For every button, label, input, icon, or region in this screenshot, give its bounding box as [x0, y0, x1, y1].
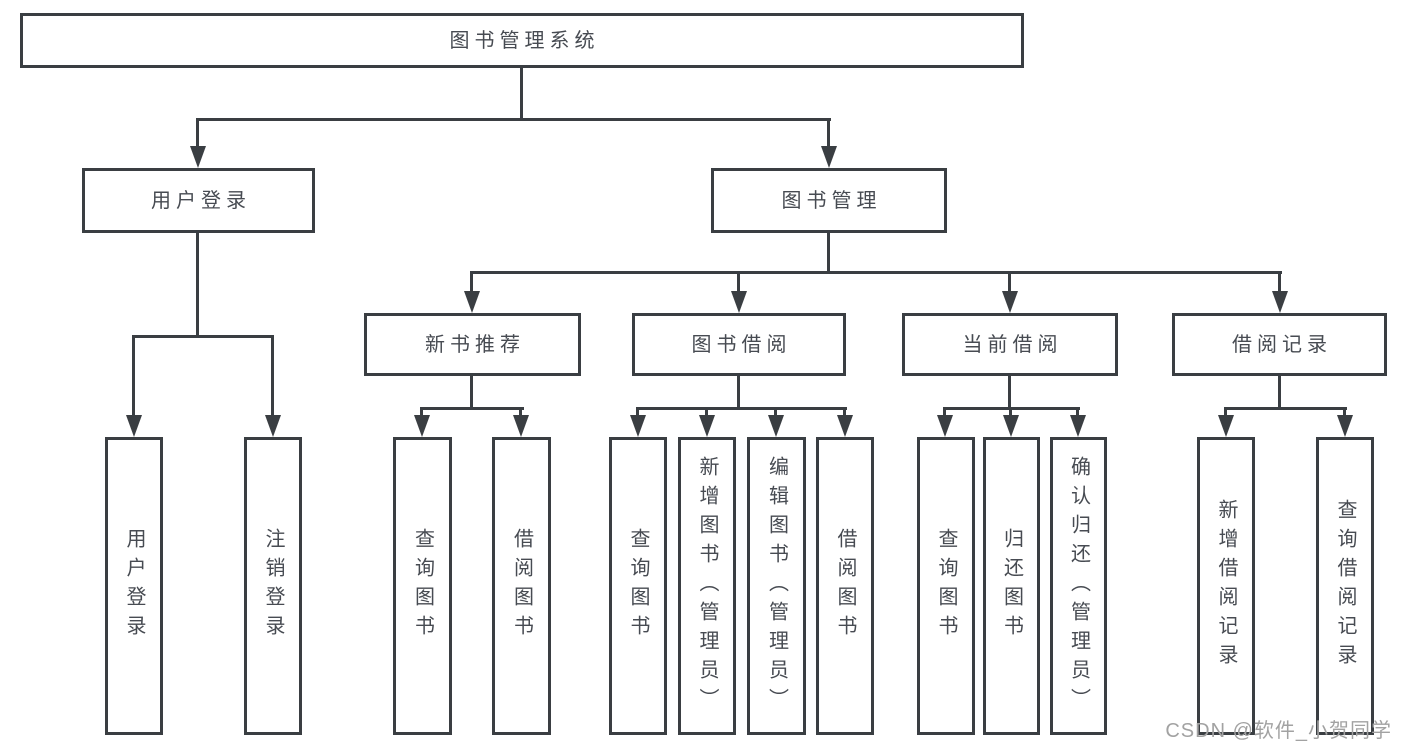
connector-shaft	[1076, 409, 1079, 417]
node-book-management: 图书管理	[711, 168, 947, 233]
node-label: 图书管理	[781, 189, 882, 212]
connector-arrowhead	[414, 415, 430, 437]
connector-stem-root	[520, 68, 523, 118]
node-user-login: 用户登录	[82, 168, 315, 233]
connector-stem-user-login	[196, 233, 199, 337]
connector-arrowhead	[821, 146, 837, 168]
node-label: 查询图书	[935, 528, 957, 644]
connector-bar-current-borrowing	[943, 407, 1080, 410]
connector-arrowhead	[768, 415, 784, 437]
connector-shaft	[1224, 409, 1227, 417]
node-label: 归还图书	[1000, 528, 1023, 644]
node-label: 编辑图书（管理员）	[765, 455, 788, 717]
node-label: 借阅图书	[510, 528, 533, 644]
connector-stem-book-borrowing	[737, 376, 740, 409]
connector-shaft	[519, 409, 522, 417]
node-book-borrowing: 图书借阅	[632, 313, 846, 376]
connector-arrowhead	[513, 415, 529, 437]
watermark: CSDN @软件_小贺同学	[1165, 720, 1392, 742]
connector-shaft	[843, 409, 846, 417]
connector-arrowhead	[464, 291, 480, 313]
node-label: 查询图书	[627, 528, 649, 644]
connector-arrowhead	[1337, 415, 1353, 437]
node-label: 查询图书	[411, 528, 434, 644]
connector-stem-new-book	[470, 376, 473, 409]
connector-shaft	[420, 409, 423, 417]
node-label: 注销登录	[262, 528, 284, 644]
node-label: 确认归还（管理员）	[1067, 455, 1090, 717]
connector-shaft	[943, 409, 946, 417]
node-label: 借阅图书	[834, 528, 856, 644]
connector-arrowhead	[1003, 415, 1019, 437]
leaf-cb-query-book: 查询图书	[917, 437, 975, 735]
connector-bar-level1	[196, 118, 831, 121]
connector-shaft	[705, 409, 708, 417]
connector-shaft	[636, 409, 639, 417]
connector-arrowhead	[1218, 415, 1234, 437]
connector-shaft	[737, 273, 740, 291]
connector-arrowhead	[1272, 291, 1288, 313]
connector-bar-borrowing-records	[1224, 407, 1347, 410]
node-new-book-recommendation: 新书推荐	[364, 313, 581, 376]
node-label: 当前借阅	[962, 333, 1063, 356]
connector-shaft	[132, 337, 135, 417]
node-label: 图书借阅	[691, 333, 792, 356]
connector-arrowhead	[630, 415, 646, 437]
node-label: 图书管理系统	[449, 29, 600, 52]
connector-arrowhead	[937, 415, 953, 437]
connector-arrowhead	[731, 291, 747, 313]
leaf-nbr-borrow-book: 借阅图书	[492, 437, 551, 735]
connector-arrowhead	[1002, 291, 1018, 313]
node-label: 用户登录	[123, 528, 145, 644]
connector-arrowhead	[699, 415, 715, 437]
connector-stem-current-borrowing	[1008, 376, 1011, 409]
node-label: 新书推荐	[425, 333, 525, 356]
connector-arrowhead	[837, 415, 853, 437]
connector-arrowhead	[190, 146, 206, 168]
connector-shaft	[1009, 409, 1012, 417]
connector-shaft	[271, 337, 274, 417]
node-label: 新增图书（管理员）	[696, 455, 718, 717]
connector-shaft	[1008, 273, 1011, 291]
connector-bar-level3	[470, 271, 1282, 274]
leaf-br-add-record: 新增借阅记录	[1197, 437, 1255, 735]
connector-shaft	[1278, 273, 1281, 291]
leaf-bb-edit-book-admin: 编辑图书（管理员）	[747, 437, 806, 735]
leaf-cb-confirm-return-admin: 确认归还（管理员）	[1050, 437, 1107, 735]
connector-bar-new-book	[420, 407, 524, 410]
connector-shaft	[1343, 409, 1346, 417]
leaf-user-login: 用户登录	[105, 437, 163, 735]
leaf-br-query-record: 查询借阅记录	[1316, 437, 1374, 735]
node-label: 借阅记录	[1232, 333, 1332, 356]
connector-bar-book-borrowing	[636, 407, 847, 410]
leaf-bb-borrow-book: 借阅图书	[816, 437, 874, 735]
connector-arrowhead	[126, 415, 142, 437]
node-library-system: 图书管理系统	[20, 13, 1024, 68]
node-borrowing-records: 借阅记录	[1172, 313, 1387, 376]
connector-shaft	[470, 273, 473, 291]
connector-bar-user-login	[132, 335, 274, 338]
leaf-cb-return-book: 归还图书	[983, 437, 1040, 735]
leaf-bb-query-book: 查询图书	[609, 437, 667, 735]
node-current-borrowing: 当前借阅	[902, 313, 1118, 376]
connector-stem-borrowing-records	[1278, 376, 1281, 409]
node-label: 用户登录	[151, 189, 251, 212]
connector-shaft	[196, 120, 199, 148]
node-label: 新增借阅记录	[1215, 499, 1237, 673]
node-label: 查询借阅记录	[1334, 499, 1356, 673]
connector-arrowhead	[1070, 415, 1086, 437]
connector-shaft	[827, 120, 830, 148]
connector-stem-book-management	[827, 233, 830, 273]
leaf-nbr-query-book: 查询图书	[393, 437, 452, 735]
connector-shaft	[774, 409, 777, 417]
connector-arrowhead	[265, 415, 281, 437]
leaf-logout-login: 注销登录	[244, 437, 302, 735]
leaf-bb-add-book-admin: 新增图书（管理员）	[678, 437, 736, 735]
